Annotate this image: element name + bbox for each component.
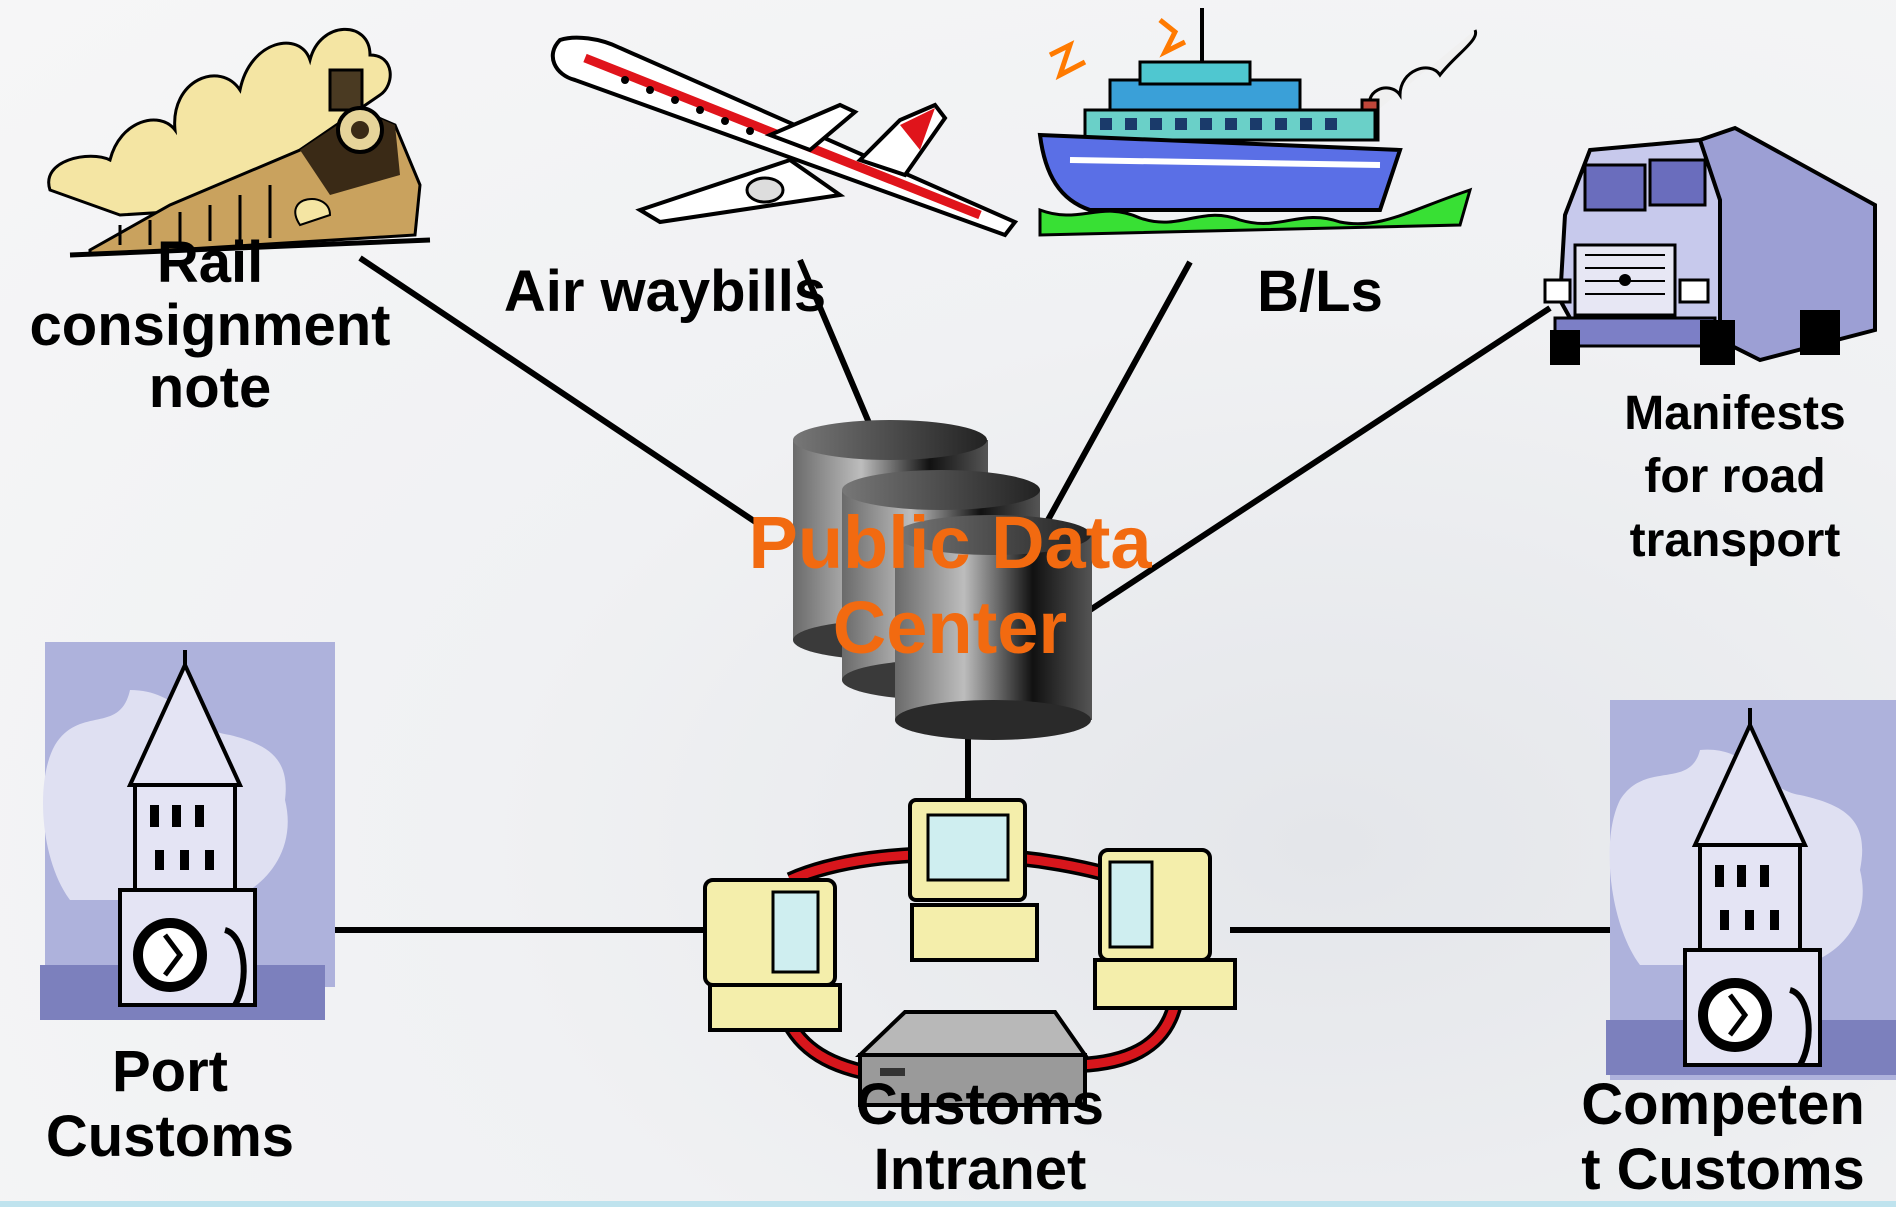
truck-icon xyxy=(1543,125,1877,365)
clock-tower-icon xyxy=(40,642,335,1020)
database-cylinder-front xyxy=(895,515,1092,740)
sea-label: B/Ls xyxy=(1257,259,1383,324)
public-data-center-label: Public Data Center xyxy=(748,501,1152,670)
network-computer-right xyxy=(1093,848,1237,1010)
connector-lines xyxy=(335,255,1615,933)
road-label: Manifests for road transport xyxy=(1624,387,1846,567)
competent-customs-label: Competen t Customs xyxy=(1581,1072,1865,1202)
network-computer-top xyxy=(908,798,1039,962)
air-to-center-line xyxy=(797,258,875,432)
customs-intranet-label: Customs Intranet xyxy=(855,1072,1105,1202)
network-server xyxy=(855,1010,1089,1107)
road-to-center-line xyxy=(1088,305,1552,613)
cargo-ship-icon xyxy=(1037,8,1478,237)
airplane-icon xyxy=(550,35,1019,238)
rail-to-center-line xyxy=(358,255,762,528)
steam-train-icon xyxy=(47,27,431,258)
port-customs-label: Port Customs xyxy=(45,1039,295,1169)
database-cylinders-icon xyxy=(793,420,1092,740)
bottom-accent-bar xyxy=(0,1201,1896,1207)
air-label: Air waybills xyxy=(503,259,827,324)
computer-network-icon xyxy=(703,798,1237,1107)
network-computer-left xyxy=(703,878,842,1032)
rail-label: Rail consignment note xyxy=(29,230,391,421)
clock-tower-icon xyxy=(1606,700,1896,1080)
sea-to-center-line xyxy=(1045,260,1193,522)
